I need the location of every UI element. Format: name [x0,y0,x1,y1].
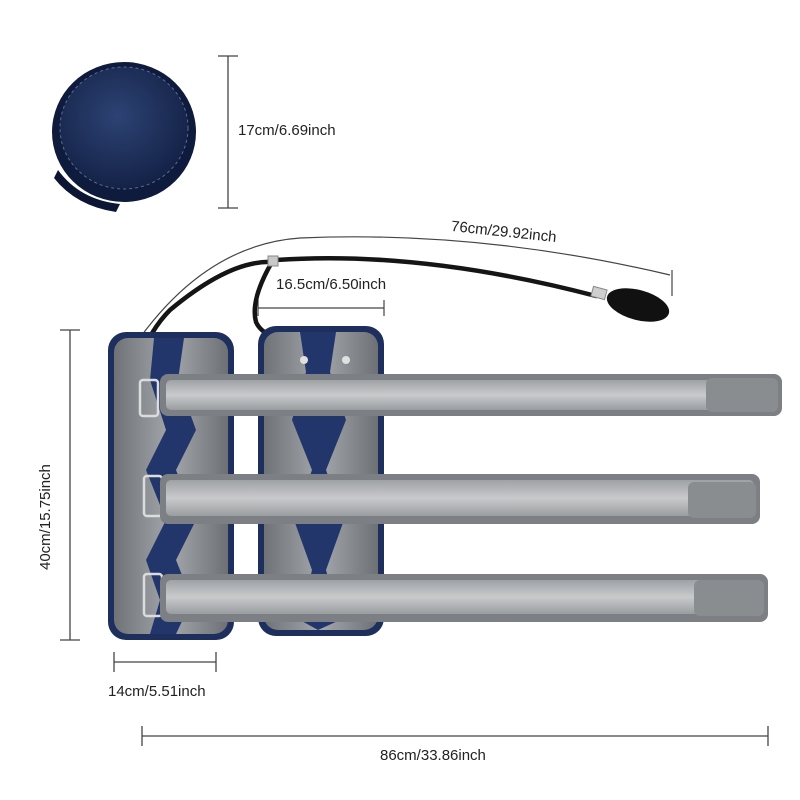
strap-bottom [160,574,768,622]
cuff-width-dimension-line [113,652,217,672]
hose-connector [267,255,279,267]
total-length-label: 86cm/33.86inch [380,747,486,764]
hose-length-dimension-line [127,236,673,356]
cuff-height-dimension-line [60,329,80,641]
gap-width-dimension-line [257,300,385,316]
cuff-width-label: 14cm/5.51inch [108,683,206,700]
inflation-bulb [590,285,670,322]
total-length-dimension-line [141,726,769,746]
strap-top [160,374,782,416]
pad-height-dimension-line [218,55,238,209]
pad-diameter-label: 17cm/6.69inch [238,122,336,139]
round-pad [52,62,196,212]
gap-width-label: 16.5cm/6.50inch [276,276,387,293]
strap-middle [160,474,760,524]
cuff-height-label: 40cm/15.75inch [37,464,54,570]
